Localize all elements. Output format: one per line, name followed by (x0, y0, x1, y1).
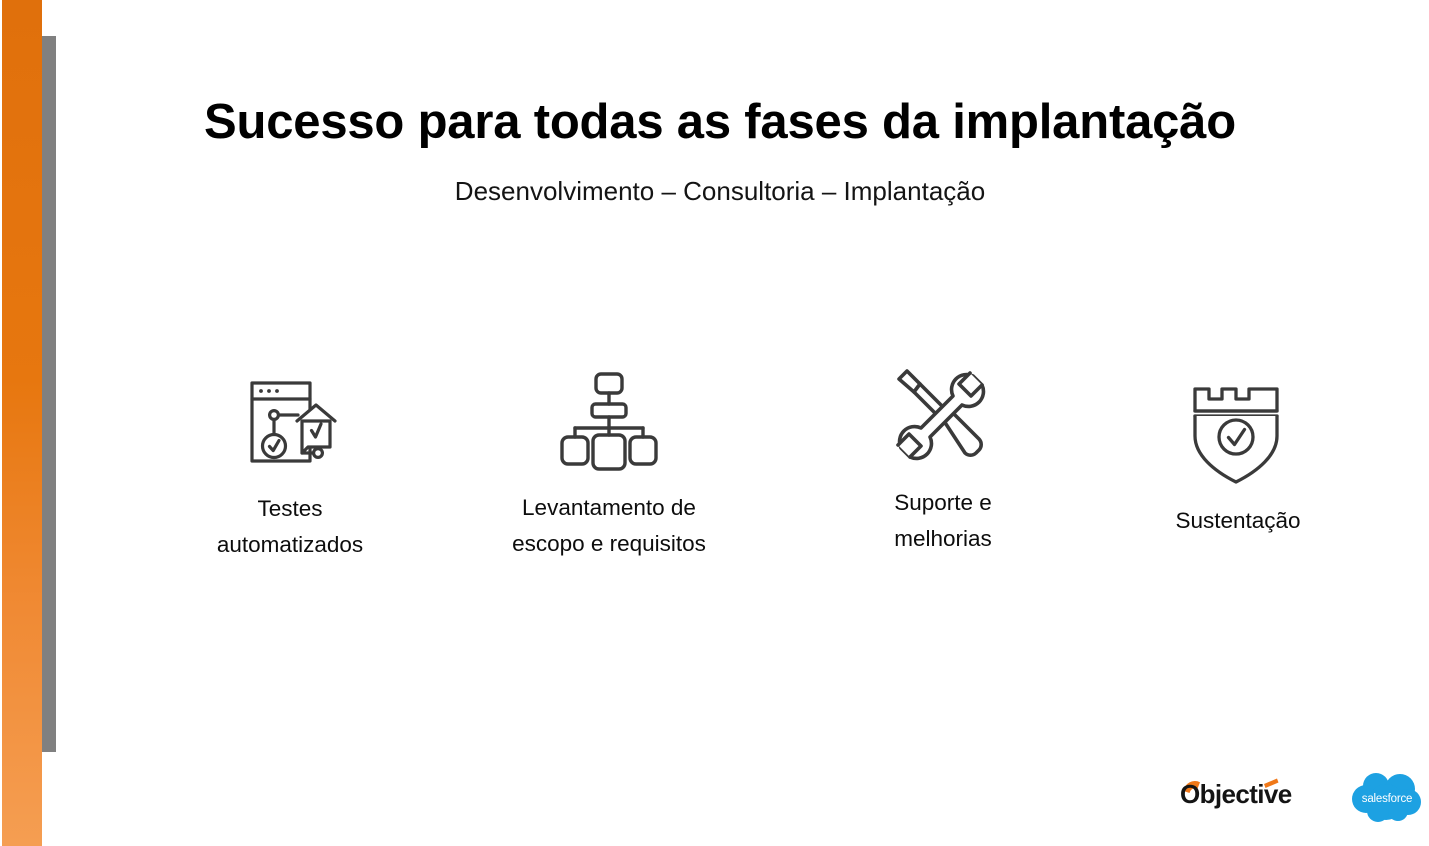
left-accent-bar-orange (2, 0, 42, 846)
feature-item-label: Testes automatizados (216, 496, 364, 557)
page-title: Sucesso para todas as fases da implantaç… (204, 95, 1236, 149)
salesforce-logo-text: salesforce (1362, 793, 1412, 805)
objective-logo-accent-tick (1264, 778, 1279, 788)
feature-item-label: Levantamento de escopo e requisitos (512, 495, 706, 556)
feature-item-testes-automatizados: Testes automatizados (184, 375, 396, 562)
shield-check-icon (1184, 381, 1292, 489)
browser-test-flow-icon (240, 375, 340, 475)
feature-item-levantamento-escopo: Levantamento de escopo e requisitos (484, 366, 734, 561)
objective-logo: Objective (1178, 774, 1318, 814)
salesforce-cloud-icon (1352, 773, 1421, 822)
salesforce-logo: salesforce (1348, 766, 1426, 828)
feature-item-label: Sustentação (1175, 508, 1301, 533)
feature-item-suporte-melhorias: Suporte e melhorias (855, 361, 1031, 556)
left-accent-bar-gray (42, 36, 56, 752)
objective-logo-accent-arc (1183, 781, 1200, 793)
page-subtitle: Desenvolvimento – Consultoria – Implanta… (454, 176, 986, 206)
wrench-screwdriver-icon (887, 361, 999, 473)
feature-item-label: Suporte e melhorias (894, 490, 992, 551)
org-hierarchy-icon (553, 366, 665, 478)
feature-item-sustentacao: Sustentação (1150, 381, 1326, 539)
